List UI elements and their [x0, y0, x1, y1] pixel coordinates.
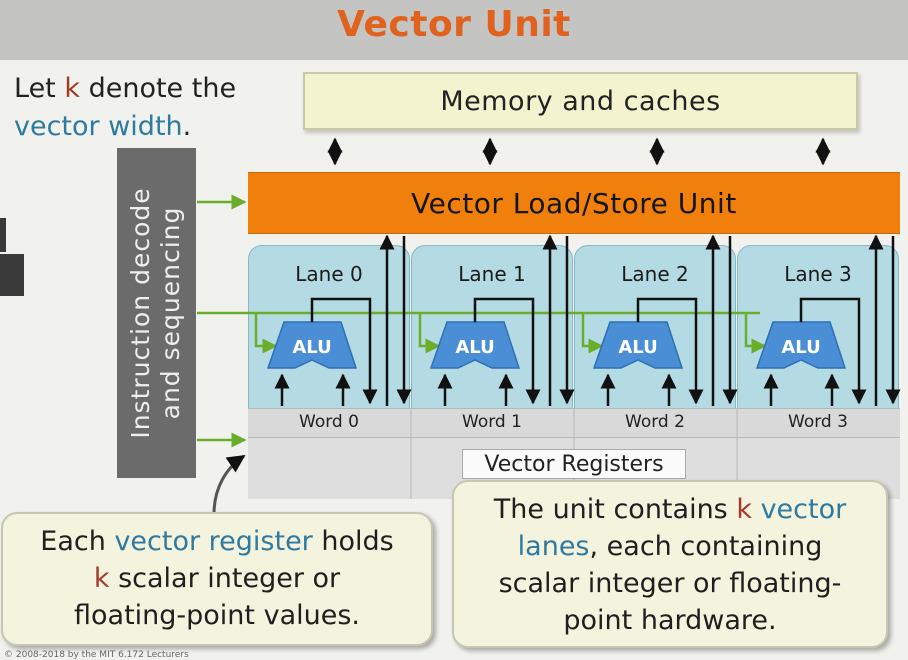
- lane0-output: [310, 297, 378, 405]
- control-arrow-alu-0: [254, 313, 278, 354]
- slide-title: Vector Unit: [337, 4, 571, 45]
- footer-copyright: © 2008-2018 by the MIT 6.172 Lecturers: [4, 650, 189, 660]
- c1-post2: floating-point values.: [74, 600, 360, 631]
- callout-pointer: [212, 454, 246, 515]
- c1-mid: holds: [312, 526, 394, 557]
- word-2-label: Word 2: [625, 412, 685, 432]
- intro-vector-width: vector width: [14, 111, 183, 142]
- c1-term: vector register: [114, 526, 313, 557]
- control-arrow-alu-1: [418, 313, 441, 354]
- memory-block: Memory and caches: [303, 72, 858, 130]
- lane-1-label: Lane 1: [458, 262, 526, 286]
- side-tab-upper: [0, 218, 6, 252]
- callout-vector-lanes: The unit contains k vector lanes, each c…: [452, 480, 888, 648]
- c1-post1: scalar integer or: [109, 563, 341, 594]
- instruction-decode-block: [117, 148, 196, 478]
- word-1-label: Word 1: [462, 412, 522, 432]
- alu-1: [429, 321, 521, 369]
- lane3-output: [799, 297, 867, 405]
- lane-0-label: Lane 0: [295, 262, 363, 286]
- control-arrow-alu-3: [744, 313, 767, 354]
- intro-period: .: [182, 111, 192, 142]
- c1-pre: Each: [40, 526, 115, 557]
- c2-post1: , each containing: [589, 531, 823, 562]
- vector-registers-label: Vector Registers: [462, 449, 686, 479]
- c2-term-a: vector: [760, 494, 847, 525]
- vector-load-store-unit: Vector Load/Store Unit: [248, 172, 900, 234]
- word-3-label: Word 3: [788, 412, 848, 432]
- alu-1-label: ALU: [455, 337, 495, 358]
- c2-pre: The unit contains: [493, 494, 737, 525]
- side-tab-lower: [0, 254, 24, 296]
- control-arrow-alu-2: [581, 313, 604, 354]
- alu-0-label: ALU: [292, 337, 332, 358]
- lane-2-label: Lane 2: [621, 262, 689, 286]
- word-0-label: Word 0: [299, 412, 359, 432]
- c2-k: k: [736, 494, 752, 525]
- c1-k: k: [93, 563, 110, 594]
- title-bar: [0, 0, 908, 60]
- alu-2-label: ALU: [618, 337, 658, 358]
- alu-0: [266, 321, 358, 369]
- intro-text: Let k denote the vector width.: [14, 70, 236, 146]
- c2-post3: point hardware.: [563, 605, 777, 636]
- lane2-output: [636, 297, 704, 405]
- lane1-output: [473, 297, 541, 405]
- alu-3: [755, 321, 847, 369]
- callout-vector-register: Each vector register holds k scalar inte…: [1, 512, 433, 646]
- c2-post2: scalar integer or floating-: [498, 568, 842, 599]
- lane-3-label: Lane 3: [784, 262, 852, 286]
- intro-suffix: denote the: [80, 73, 237, 104]
- c2-term-b: lanes: [517, 531, 590, 562]
- alu-3-label: ALU: [781, 337, 821, 358]
- intro-k: k: [64, 73, 80, 104]
- intro-prefix: Let: [14, 73, 65, 104]
- alu-2: [592, 321, 684, 369]
